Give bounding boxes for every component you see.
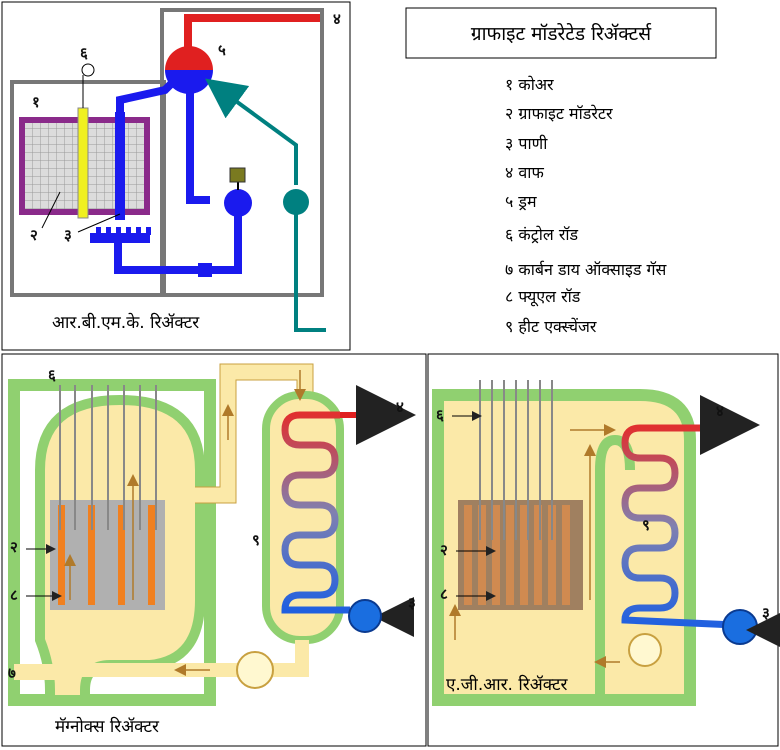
rbmk-feed-line <box>218 88 326 332</box>
legend-item: ३ पाणी <box>505 134 548 153</box>
magnox-water-pump <box>348 599 382 633</box>
agr-hx-coil <box>621 424 736 629</box>
rbmk-control-rod <box>77 107 89 219</box>
legend-list: १ कोअर २ ग्राफाइट मॉडरेटर ३ पाणी ४ वाफ ५… <box>505 75 667 336</box>
magnox-control-rods <box>59 385 157 530</box>
agr-label-fuel-rod: ८ <box>440 585 448 603</box>
magnox-hot-gas-duct-outline <box>195 363 314 504</box>
rbmk-valve <box>198 263 212 277</box>
magnox-heat-exchanger <box>262 391 344 644</box>
rbmk-pump <box>224 189 252 217</box>
magnox-label-fuel-rod: ८ <box>10 586 18 604</box>
legend-item: २ ग्राफाइट मॉडरेटर <box>505 104 613 123</box>
rbmk-label-water: ३ <box>64 226 72 244</box>
agr-label-steam: ४ <box>716 402 724 420</box>
agr-label-heat-exchanger: ९ <box>642 516 650 534</box>
legend-item: ९ हीट एक्स्चेंजर <box>505 317 597 336</box>
legend-item: ५ ड्रम <box>505 192 537 211</box>
title: ग्राफाइट मॉडरेटेड रिॲक्टर्स <box>471 22 652 45</box>
magnox-label-water: ३ <box>408 594 416 612</box>
magnox-gas-circulator <box>236 651 274 689</box>
rbmk-label-steam: ४ <box>333 10 341 28</box>
agr-control-rods <box>479 380 553 540</box>
rbmk-steam-pipe <box>184 14 320 48</box>
legend-item: ४ वाफ <box>505 163 544 182</box>
magnox-label-control-rod: ६ <box>48 366 56 384</box>
magnox-hot-gas-duct <box>195 364 313 503</box>
rbmk-drum-enclosure <box>160 8 324 297</box>
legend-item: ७ कार्बन डाय ऑक्साइड गॅस <box>505 260 667 279</box>
agr-label-water: ३ <box>762 604 770 622</box>
rbmk-label-control-rod: ६ <box>80 44 88 62</box>
legend-item: ८ फ्यूएल रॉड <box>505 287 581 307</box>
magnox-shield <box>8 379 216 706</box>
agr-fuel-rods <box>464 505 570 605</box>
rbmk-label-drum: ५ <box>218 41 226 59</box>
agr-water-pump <box>722 609 758 645</box>
rbmk-panel: १ २ ३ ६ ५ ४ आर.बी.एम.के. रिॲक्टर <box>1 1 351 351</box>
agr-panel: ६ २ ८ ९ ४ ३ ए.जी.आर. रिॲक्टर <box>427 353 780 747</box>
magnox-panel: ६ २ ८ ७ ९ ४ ३ मॅग्नोक्स रिॲक्टर <box>1 353 427 747</box>
agr-caption: ए.जी.आर. रिॲक्टर <box>446 674 569 695</box>
rbmk-downcomer <box>186 85 210 204</box>
agr-flow-arrows <box>449 424 620 668</box>
rbmk-riser-tube <box>115 112 125 220</box>
legend-item: १ कोअर <box>505 75 554 94</box>
rbmk-pointer-moderator <box>41 191 61 229</box>
agr-label-moderator: २ <box>440 541 448 559</box>
magnox-label-co2: ७ <box>8 664 16 682</box>
title-legend: ग्राफाइट मॉडरेटेड रिॲक्टर्स १ कोअर २ ग्र… <box>405 7 717 336</box>
rbmk-control-rod-hook <box>81 63 95 77</box>
rbmk-return-loop <box>114 210 242 274</box>
magnox-fuel-rods <box>58 505 155 605</box>
rbmk-pointer-water <box>77 213 121 233</box>
rbmk-feed-pump <box>283 189 309 215</box>
magnox-label-heat-exchanger: ९ <box>252 531 260 549</box>
rbmk-header <box>90 233 150 243</box>
magnox-flow-arrows <box>64 370 306 676</box>
agr-gas-circulator <box>628 633 662 667</box>
rbmk-label-moderator: २ <box>30 226 38 244</box>
rbmk-pump-motor <box>229 167 246 183</box>
magnox-co2-return <box>70 640 309 677</box>
rbmk-header-stubs <box>96 227 151 235</box>
title-box <box>405 7 717 59</box>
magnox-caption: मॅग्नोक्स रिॲक्टर <box>55 716 160 737</box>
magnox-label-steam: ४ <box>396 398 404 416</box>
agr-label-control-rod: ६ <box>436 406 444 424</box>
magnox-label-moderator: २ <box>10 538 18 556</box>
rbmk-water-riser <box>116 77 178 115</box>
rbmk-label-core: १ <box>32 93 40 111</box>
magnox-hx-coil <box>281 411 350 614</box>
legend-item: ६ कंट्रोल रॉड <box>505 225 579 244</box>
rbmk-caption: आर.बी.एम.के. रिॲक्टर <box>52 312 200 333</box>
